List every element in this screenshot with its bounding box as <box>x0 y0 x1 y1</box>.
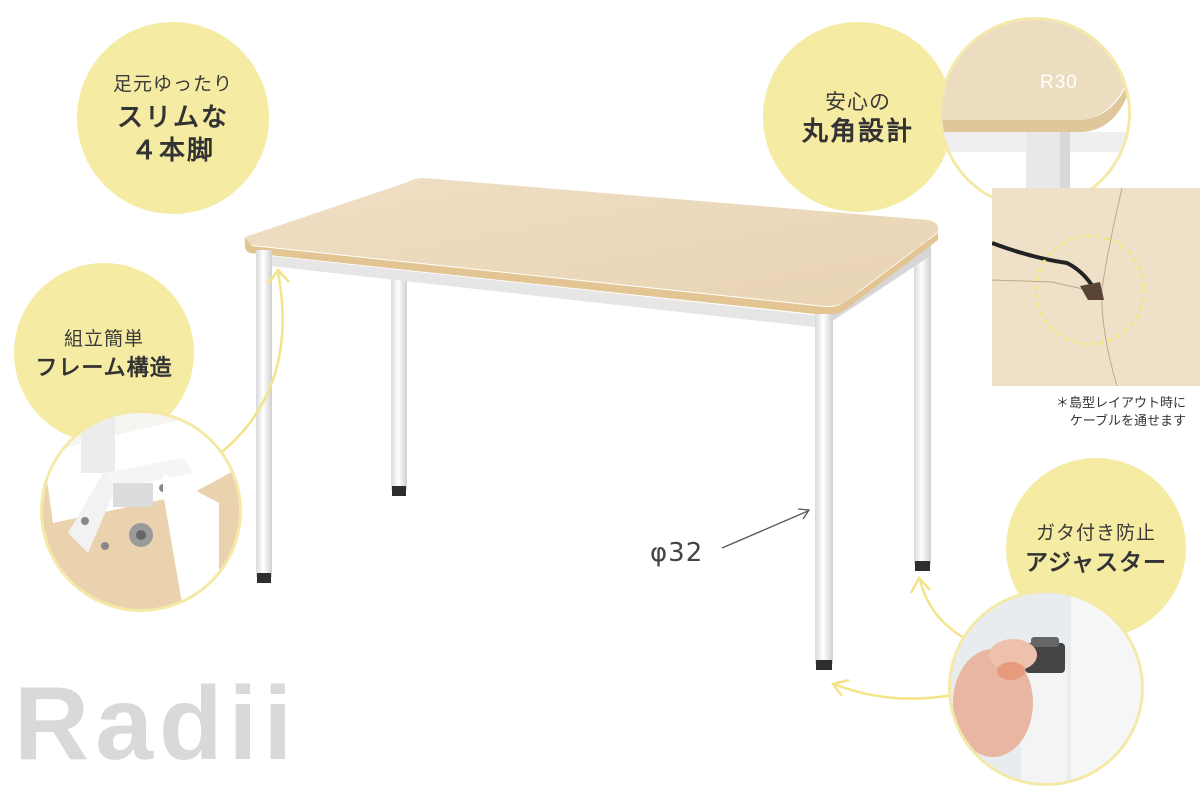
adjuster-image <box>951 593 1141 783</box>
side-apron <box>822 246 930 328</box>
cable-gap-image <box>992 188 1200 386</box>
badge-adjuster-line1: ガタ付き防止 <box>1035 522 1156 545</box>
diameter-pointer <box>721 510 809 549</box>
back-left-leg <box>391 275 407 490</box>
badge-adjuster-line2: アジャスター <box>1025 550 1167 577</box>
frame-joint-image <box>43 413 239 609</box>
brand-wordmark: Radii <box>14 666 299 782</box>
badge-slim-legs-line3: ４本脚 <box>130 135 215 166</box>
corner-image <box>942 20 1128 206</box>
adjuster-photo <box>948 590 1144 786</box>
corner-radius-label: R30 <box>1040 72 1078 93</box>
badge-rounded-corner: 安心の 丸角設計 <box>763 22 953 212</box>
cable-note-line1: ＊島型レイアウト時に <box>1055 396 1186 411</box>
badge-rounded-corner-line1: 安心の <box>825 89 891 114</box>
leg-diameter-label: φ32 <box>650 538 704 568</box>
front-left-leg <box>256 250 272 577</box>
front-right-leg <box>815 314 833 664</box>
frame-joint-photo <box>40 410 242 612</box>
back-right-foot <box>915 561 930 571</box>
front-left-foot <box>257 573 271 583</box>
adjuster-arrow-up <box>918 579 969 642</box>
back-right-leg <box>914 240 931 565</box>
badge-frame-line1: 組立簡単 <box>63 327 144 350</box>
front-apron <box>262 255 822 328</box>
badge-slim-legs: 足元ゆったり スリムな ４本脚 <box>77 22 269 214</box>
badge-rounded-corner-line2: 丸角設計 <box>801 116 914 147</box>
table-top <box>244 178 939 307</box>
cable-note: ＊島型レイアウト時に ケーブルを通せます <box>1010 395 1186 430</box>
front-right-foot <box>816 660 832 670</box>
badge-slim-legs-line2: スリムな <box>116 103 229 133</box>
back-left-foot <box>392 486 406 496</box>
badge-frame-line2: フレーム構造 <box>35 355 173 381</box>
badge-frame: 組立簡単 フレーム構造 <box>14 263 194 443</box>
corner-photo: R30 <box>939 17 1131 209</box>
badge-slim-legs-line1: 足元ゆったり <box>112 73 233 95</box>
adjuster-arrow-left <box>833 682 953 700</box>
cable-gap-photo <box>992 188 1200 386</box>
frame-arrow <box>217 271 284 456</box>
cable-note-line2: ケーブルを通せます <box>1069 413 1186 429</box>
